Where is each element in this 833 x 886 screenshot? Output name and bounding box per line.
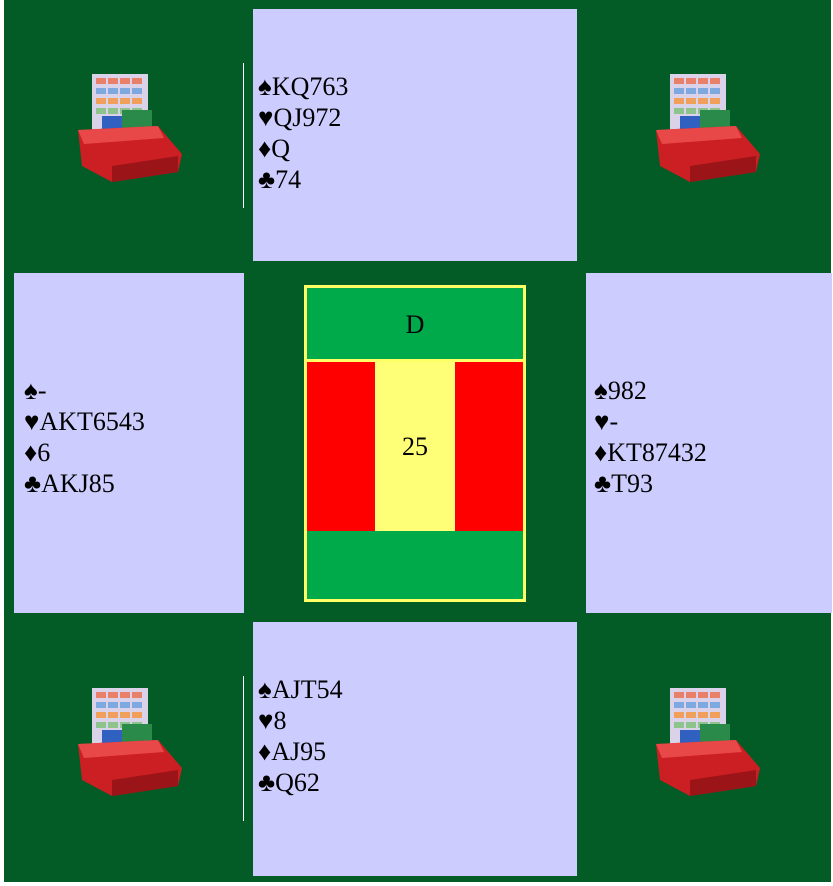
- board-indicator: D 25: [304, 285, 526, 602]
- north-diamonds: ♦Q: [258, 134, 291, 163]
- east-hand: ♠982 ♥- ♦KT87432 ♣T93: [586, 273, 832, 613]
- north-hand: ♠KQ763 ♥QJ972 ♦Q ♣74: [253, 9, 577, 261]
- west-hand: ♠- ♥AKT6543 ♦6 ♣AKJ85: [14, 273, 244, 613]
- bidding-box-icon: [72, 68, 188, 188]
- south-spades: ♠AJT54: [258, 675, 343, 704]
- south-diamonds: ♦AJ95: [258, 737, 327, 766]
- west-vulnerability-band: [307, 362, 375, 534]
- south-clubs: ♣Q62: [258, 768, 320, 797]
- hand-divider: [243, 63, 244, 208]
- east-spades: ♠982: [594, 376, 647, 405]
- west-hearts: ♥AKT6543: [24, 407, 145, 436]
- north-hearts: ♥QJ972: [258, 103, 342, 132]
- west-spades: ♠-: [24, 376, 47, 405]
- north-spades: ♠KQ763: [258, 72, 349, 101]
- east-hearts: ♥-: [594, 407, 619, 436]
- board-number: 25: [402, 432, 428, 461]
- board-center: 25: [307, 362, 523, 534]
- north-clubs: ♣74: [258, 165, 302, 194]
- hand-divider: [243, 676, 244, 821]
- bidding-box-icon: [72, 682, 188, 802]
- south-hearts: ♥8: [258, 706, 287, 735]
- east-diamonds: ♦KT87432: [594, 438, 707, 467]
- bidding-box-icon: [650, 68, 766, 188]
- south-hand: ♠AJT54 ♥8 ♦AJ95 ♣Q62: [253, 622, 577, 876]
- dealer-marker: D: [405, 310, 425, 339]
- bidding-box-icon: [650, 682, 766, 802]
- east-vulnerability-band: [455, 362, 523, 534]
- west-diamonds: ♦6: [24, 438, 51, 467]
- west-clubs: ♣AKJ85: [24, 469, 115, 498]
- south-vulnerability-band: [307, 531, 523, 599]
- north-vulnerability-band: D: [307, 288, 523, 359]
- east-clubs: ♣T93: [594, 469, 653, 498]
